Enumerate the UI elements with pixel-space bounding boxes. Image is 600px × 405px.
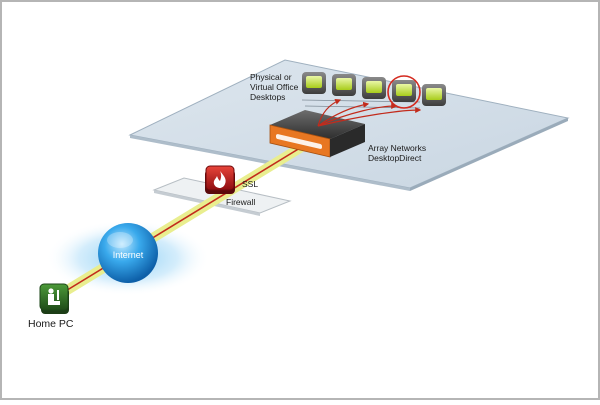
desktop-monitor-icon xyxy=(302,72,326,94)
home-pc-label: Home PC xyxy=(28,318,74,330)
desktop-row xyxy=(302,72,446,106)
appliance-label-line2: DesktopDirect xyxy=(368,153,422,163)
desktop-monitor-icon-highlighted xyxy=(392,80,416,102)
desktop-monitor-icon xyxy=(422,84,446,106)
firewall-label: Firewall xyxy=(226,197,255,207)
desktops-label-line2: Virtual Office xyxy=(250,82,299,92)
office-platform-edge-right xyxy=(410,118,568,191)
appliance-label-line1: Array Networks xyxy=(368,143,426,153)
internet-globe-icon xyxy=(98,223,158,283)
network-appliance-icon xyxy=(269,110,365,158)
connection-arrows xyxy=(317,98,422,127)
desktop-monitor-icon xyxy=(362,77,386,99)
firewall-flame-icon xyxy=(205,165,235,194)
user-at-computer-icon xyxy=(39,283,69,314)
selected-desktop-highlight xyxy=(387,75,421,109)
internet-label: Internet xyxy=(113,250,144,260)
desktop-monitor-icon xyxy=(332,74,356,96)
desktops-label-line1: Physical or xyxy=(250,72,292,82)
desktops-label-line3: Desktops xyxy=(250,92,285,102)
ssl-label: SSL xyxy=(242,179,258,189)
